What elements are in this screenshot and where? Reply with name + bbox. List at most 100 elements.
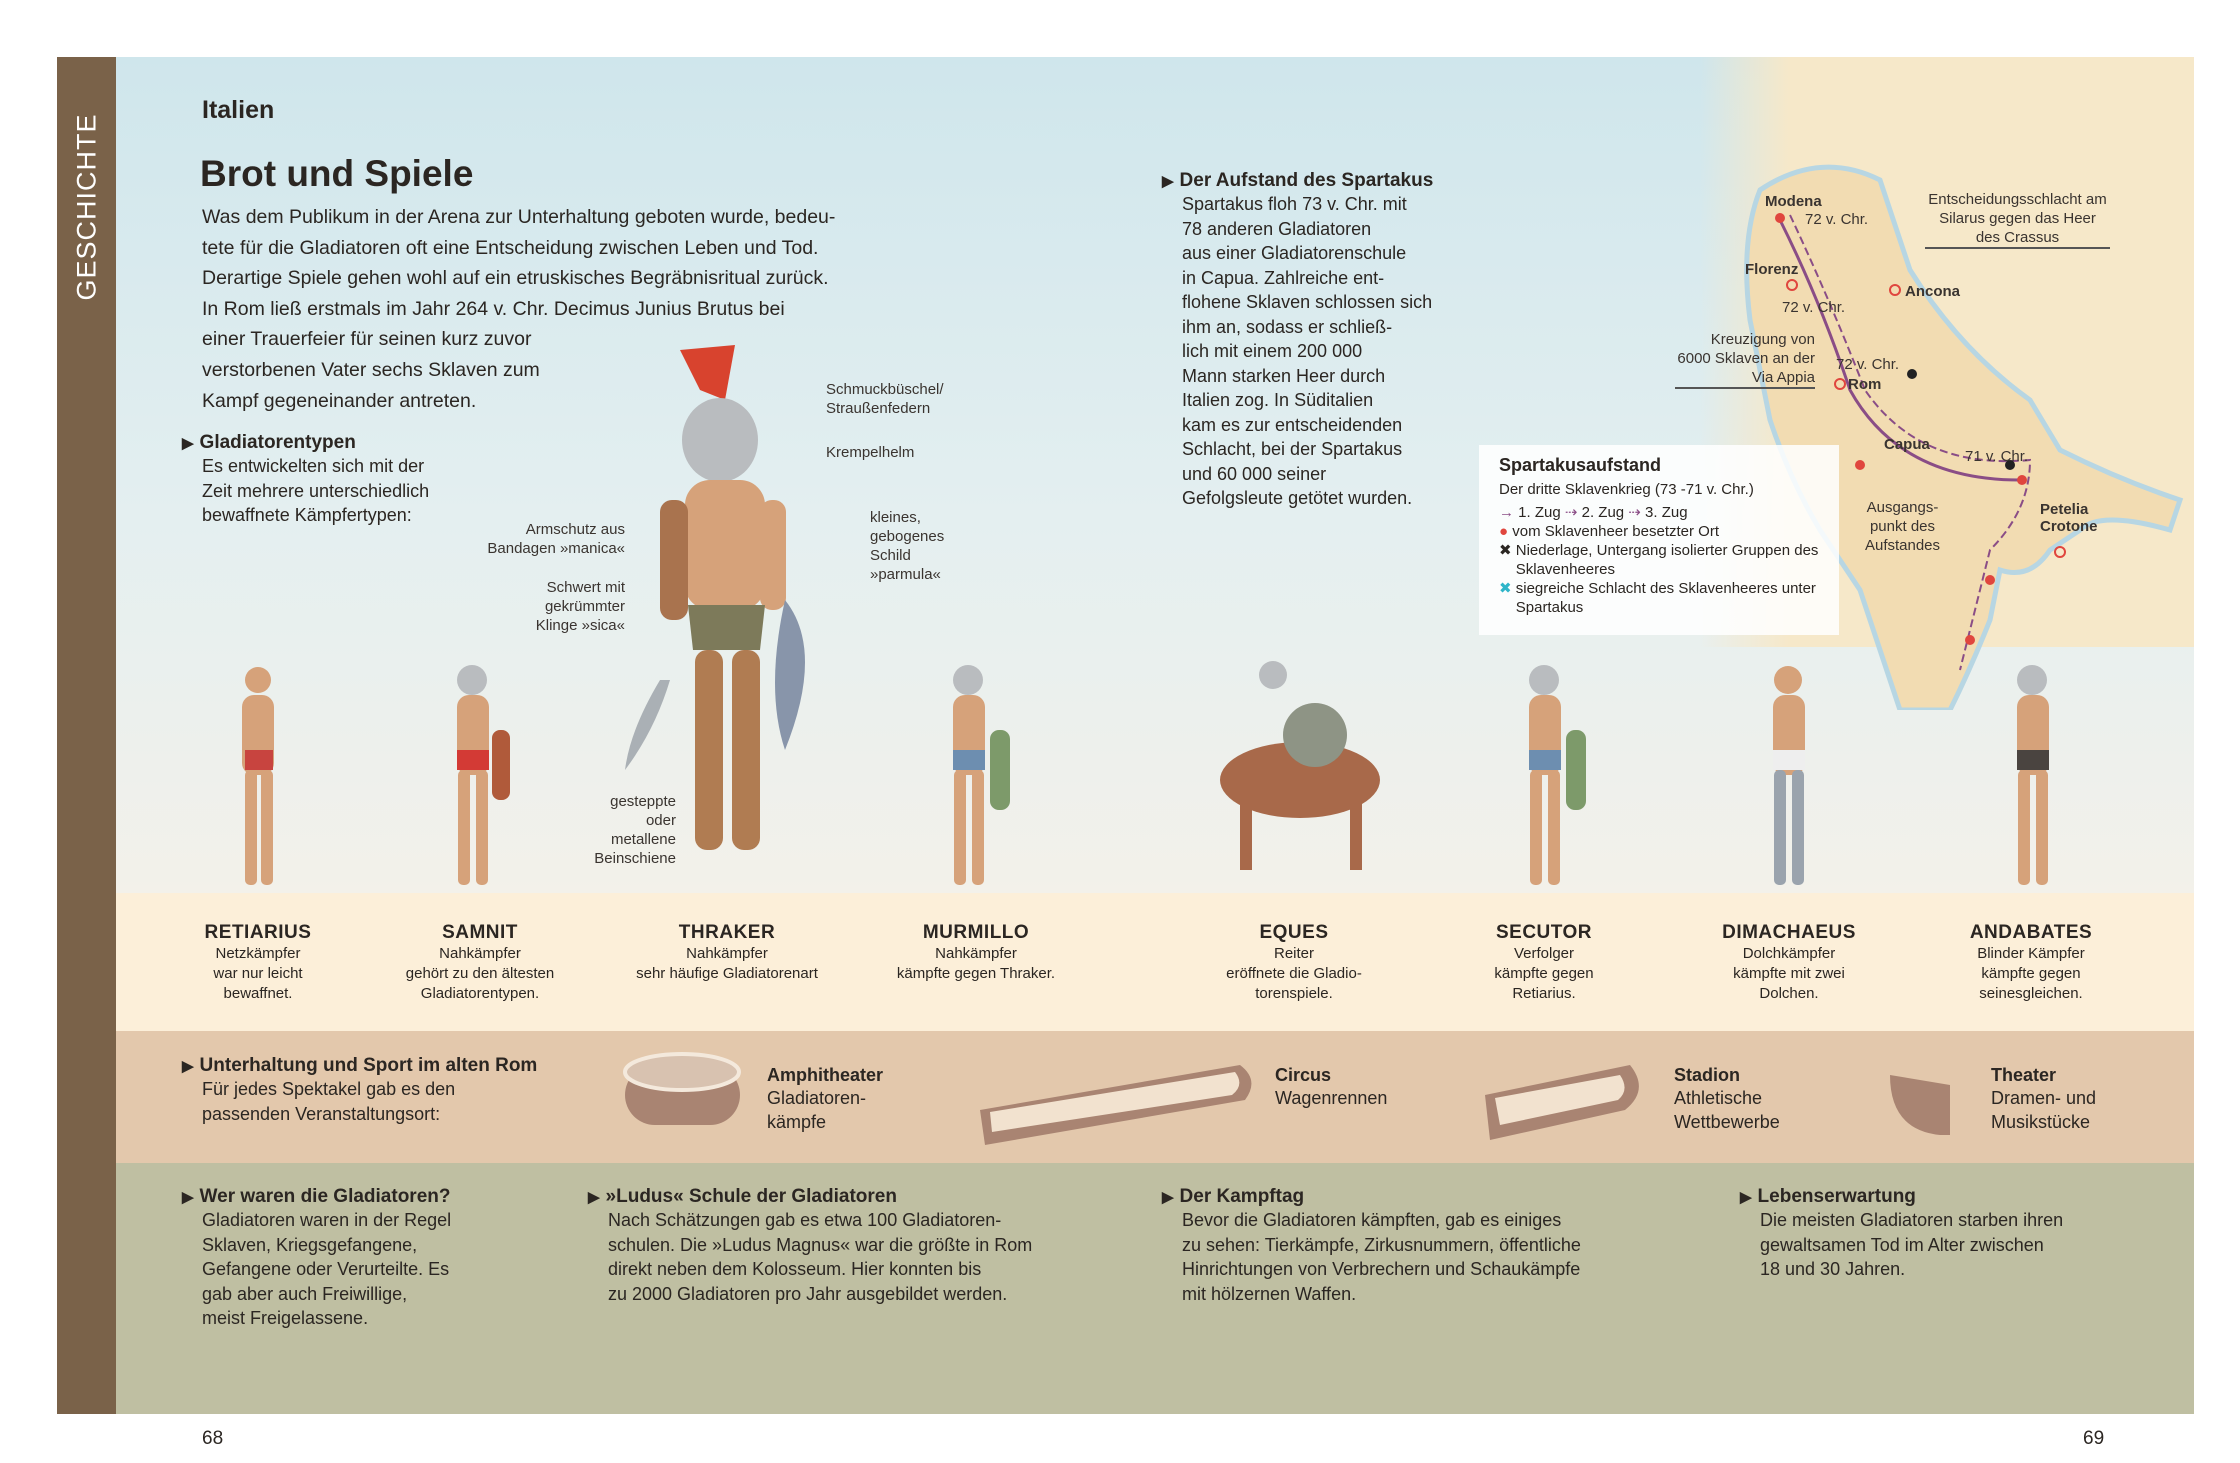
fact-line: Hinrichtungen von Verbrechern und Schauk… — [1182, 1259, 1581, 1279]
eques-figure — [1220, 661, 1380, 870]
spartakus-line: 78 anderen Gladiatoren — [1182, 218, 1372, 239]
samnit-figure — [457, 665, 510, 885]
page-number-left: 68 — [202, 1428, 224, 1449]
gladiator-name: SAMNIT — [442, 922, 518, 943]
venue-illustrations — [623, 1052, 1950, 1145]
annotation-greaves: gesteppte oder metallene Beinschiene — [594, 793, 676, 867]
spartakus-line: ihm an, sodass er schließ- — [1182, 316, 1393, 337]
region-label: Italien — [202, 96, 275, 124]
defeat-x-icon: ✖ — [1499, 542, 1516, 559]
spartakus-section: ▶Der Aufstand des Spartakus Spartakus fl… — [1162, 170, 1433, 511]
map-label-capua: Capua — [1884, 436, 1930, 453]
gladiator-role: Nahkämpfer — [935, 945, 1017, 962]
fact-line: Die meisten Gladiatoren starben ihren — [1760, 1210, 2064, 1230]
gladiator-name: RETIARIUS — [204, 922, 312, 943]
venue-desc: Wagenrennen — [1275, 1088, 1388, 1108]
map-label-florenz: Florenz — [1745, 261, 1799, 278]
triangle-bullet-icon: ▶ — [182, 1189, 194, 1206]
types-line: bewaffnete Kämpfertypen: — [202, 505, 412, 525]
legend-routes: → 1. Zug ⇢ 2. Zug ⇢ 3. Zug — [1499, 504, 1688, 521]
legend-defeat: Niederlage, Untergang isolierter Gruppen… — [1515, 542, 1819, 578]
gladiator-label: SECUTOR Verfolger kämpfte gegen Retiarius. — [1444, 922, 1644, 1004]
fact-line: direkt neben dem Kolosseum. Hier konnten… — [608, 1259, 982, 1279]
gladiator-desc: kämpfte mit zwei Dolchen. — [1733, 965, 1845, 1002]
gladiator-desc: sehr häufige Gladiatorenart — [636, 965, 818, 982]
intro-line: verstorbenen Vater sechs Sklaven zum — [202, 358, 540, 381]
types-section: ▶Gladiatorentypen Es entwickelten sich m… — [182, 432, 429, 528]
annotation-arm: Armschutz aus Bandagen »manica« — [487, 521, 625, 557]
map-label-ancona: Ancona — [1905, 283, 1961, 300]
types-heading: Gladiatorentypen — [199, 432, 356, 453]
spartakus-line: aus einer Gladiatorenschule — [1182, 243, 1407, 263]
gladiator-name: SECUTOR — [1495, 922, 1593, 943]
gladiator-figures — [242, 661, 2049, 885]
gladiator-name: DIMACHAEUS — [1722, 922, 1856, 943]
fact-line: meist Freigelassene. — [202, 1308, 369, 1328]
facts-band — [116, 1163, 2194, 1414]
map-note-crucifixion: Kreuzigung von 6000 Sklaven an der Via A… — [1675, 330, 1815, 389]
fact-line: Gefangene oder Verurteilte. Es — [202, 1259, 450, 1279]
types-line: Zeit mehrere unterschiedlich — [202, 480, 430, 501]
amphitheater-icon — [623, 1052, 741, 1125]
triangle-bullet-icon: ▶ — [1162, 1189, 1174, 1206]
map-date: 72 v. Chr. — [1805, 211, 1869, 228]
entertainment-line: passenden Veranstaltungsort: — [202, 1103, 441, 1124]
gladiator-role: Nahkämpfer — [439, 945, 521, 962]
gladiator-role: Blinder Kämpfer — [1977, 945, 2085, 962]
gladiator-label: DIMACHAEUS Dolchkämpfer kämpfte mit zwei D… — [1689, 922, 1889, 1004]
venue-desc: Athletische Wettbewerbe — [1674, 1088, 1780, 1132]
circus-icon — [980, 1065, 1252, 1145]
legend-victory: siegreiche Schlacht des Sklavenheeres un… — [1515, 580, 1816, 616]
intro-line: Derartige Spiele gehen wohl auf ein etru… — [202, 267, 829, 290]
triangle-bullet-icon: ▶ — [182, 435, 194, 452]
legend-occupied: vom Sklavenheer besetzter Ort — [1512, 523, 1719, 540]
triangle-bullet-icon: ▶ — [1162, 173, 1174, 190]
spartakus-line: Schlacht, bei der Spartakus — [1182, 439, 1403, 459]
gladiator-desc: gehört zu den ältesten Gladiatorentypen. — [405, 965, 555, 1002]
gladiator-desc: kämpfte gegen seinesgleichen. — [1979, 965, 2083, 1002]
gladiator-desc: kämpfte gegen Thraker. — [896, 965, 1056, 982]
intro-line: tete für die Gladiatoren oft eine Entsch… — [202, 236, 819, 259]
andabates-figure — [2017, 665, 2049, 885]
page-title: Brot und Spiele — [200, 153, 474, 194]
spartakus-line: in Capua. Zahlreiche ent- — [1182, 267, 1385, 288]
chapter-spine: GESCHICHTE — [57, 57, 116, 1414]
gladiator-desc: kämpfte gegen Retiarius. — [1494, 965, 1594, 1002]
fact-line: gewaltsamen Tod im Alter zwischen — [1760, 1234, 2044, 1255]
venue-desc: Dramen- und Musikstücke — [1991, 1088, 2097, 1132]
route-2 — [1789, 214, 2032, 671]
venue-desc: Gladiatoren- kämpfe — [767, 1088, 867, 1132]
occupied-dot-icon: ● — [1499, 523, 1509, 540]
sword-icon — [625, 680, 670, 770]
page-number-right: 69 — [2083, 1428, 2105, 1449]
map-label-petelia: Petelia — [2040, 501, 2089, 518]
spartakus-line: Gefolgsleute getötet wurden. — [1182, 488, 1413, 508]
shield-icon — [775, 600, 805, 750]
annotation-plume: Schmuckbüschel/ Straußenfedern — [826, 381, 944, 417]
plume-icon — [680, 345, 735, 400]
map-date: 72 v. Chr. — [1836, 356, 1900, 373]
gladiator-role: Verfolger — [1513, 945, 1575, 962]
fact-gladiators: ▶Wer waren die Gladiatoren?Gladiatoren w… — [182, 1186, 451, 1331]
gladiator-name: THRAKER — [678, 922, 776, 943]
spartakus-line: und 60 000 seiner — [1182, 463, 1327, 484]
legend-title: Spartakusaufstand — [1499, 455, 1662, 475]
map-label-crotone: Crotone — [2040, 518, 2098, 535]
intro-text: Was dem Publikum in der Arena zur Unterh… — [202, 202, 835, 416]
fact-heading: Wer waren die Gladiatoren? — [199, 1186, 451, 1207]
gladiator-role: Nahkämpfer — [686, 945, 768, 962]
venue-name: Amphitheater — [767, 1065, 884, 1085]
gladiator-role: Dolchkämpfer — [1742, 945, 1836, 962]
triangle-bullet-icon: ▶ — [588, 1189, 600, 1206]
spartakus-line: lich mit einem 200 000 — [1182, 341, 1363, 361]
fact-line: 18 und 30 Jahren. — [1760, 1259, 1906, 1279]
venue-name: Stadion — [1674, 1065, 1740, 1085]
chapter-label: GESCHICHTE — [71, 113, 101, 301]
